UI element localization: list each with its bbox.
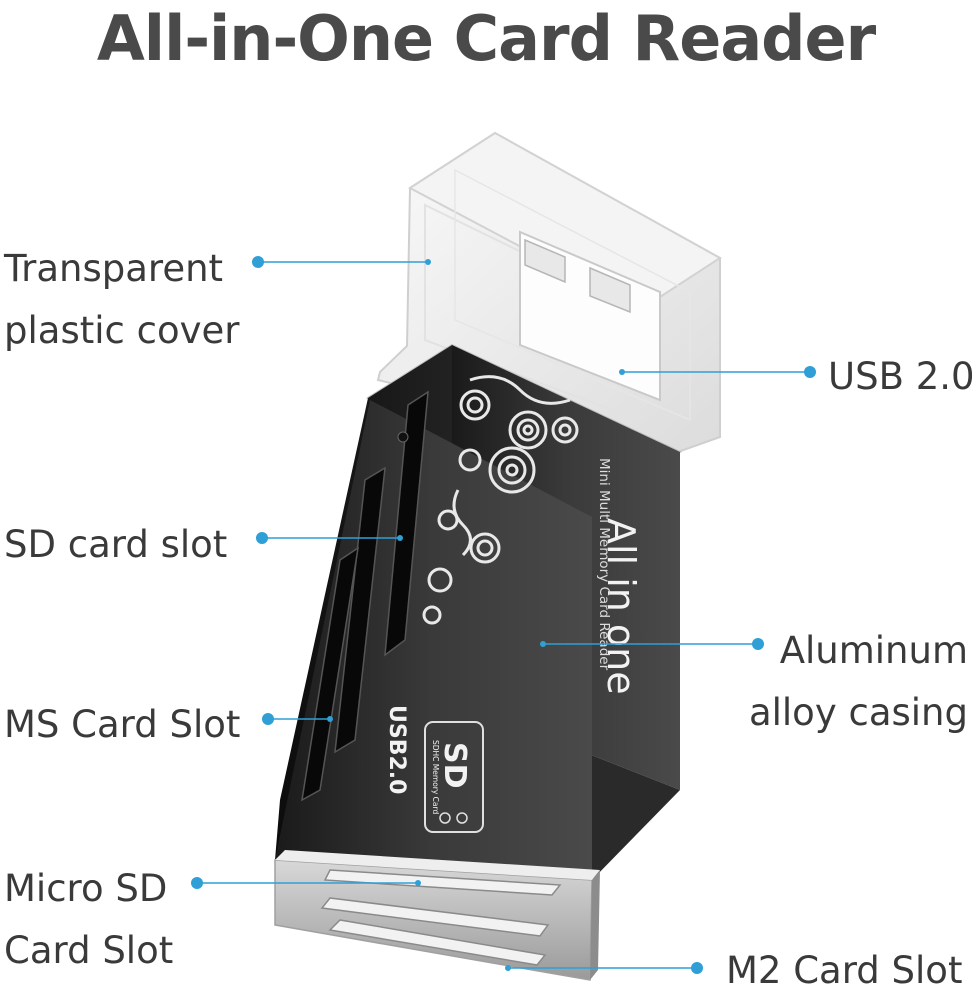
side-slots [301, 390, 429, 802]
label-line: Aluminum [779, 629, 968, 672]
label-line: alloy casing [748, 691, 968, 734]
decorative-swirl-pattern [422, 375, 579, 625]
label-line: Transparent [4, 247, 224, 290]
label-line: M2 Card Slot [726, 949, 963, 992]
label-sd-slot: SD card slot [4, 514, 227, 576]
brand-text: All in one [599, 518, 643, 695]
label-line: USB 2.0 [828, 355, 972, 398]
usb-connector [519, 230, 661, 402]
body-printing: All in one Mini Multi Memory Card Reader… [384, 458, 643, 833]
sdhc-text: SDHC Memory Card [431, 740, 440, 814]
label-line: SD card slot [4, 523, 228, 566]
page-title: All-in-One Card Reader [96, 2, 876, 75]
label-line: plastic cover [4, 309, 240, 352]
base-block [274, 850, 600, 981]
label-usb: USB 2.0 [828, 346, 972, 408]
label-line: Micro SD [4, 867, 168, 910]
label-micro-sd: Micro SD Card Slot [4, 858, 173, 982]
label-m2-slot: M2 Card Slot [726, 940, 962, 1002]
label-ms-slot: MS Card Slot [4, 694, 240, 756]
label-line: MS Card Slot [4, 703, 241, 746]
sd-logo-text: SD [437, 742, 472, 789]
usb-print-text: USB2.0 [384, 705, 409, 794]
label-line: Card Slot [4, 929, 174, 972]
label-aluminum: Aluminum alloy casing [749, 620, 968, 744]
label-transparent-cover: Transparent plastic cover [4, 238, 239, 362]
callout-lines [191, 256, 816, 974]
sub-text: Mini Multi Memory Card Reader [596, 458, 612, 671]
sdhc-logo: SD SDHC Memory Card [424, 721, 484, 833]
